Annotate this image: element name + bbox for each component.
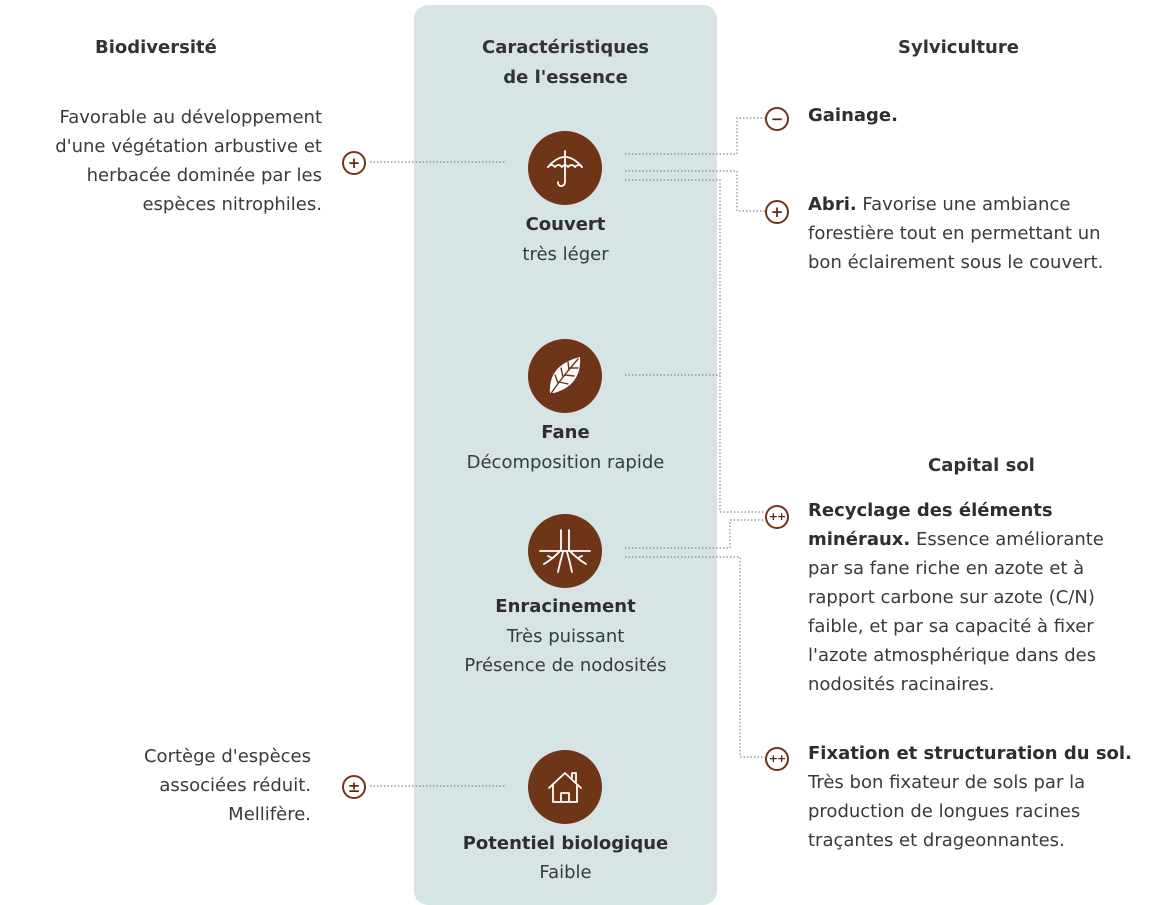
recyclage-line3: par sa fane riche en azote et à: [808, 558, 1085, 579]
enracinement-subtitle-line2: Présence de nodosités: [464, 655, 667, 676]
recyclage-line6: l'azote atmosphérique dans des: [808, 645, 1097, 666]
recyclage-line4: rapport carbone sur azote (C/N): [808, 587, 1095, 608]
biodiversity-title: Biodiversité: [95, 37, 217, 58]
biodiversity-2-line3: Mellifère.: [228, 804, 311, 825]
recyclage-line7: nodosités racinaires.: [808, 674, 995, 695]
couvert-icon-circle: [528, 131, 602, 205]
recyclage-double-plus-badge: ++: [765, 505, 789, 529]
biodiversity-1-line2: d'une végétation arbustive et: [55, 136, 322, 157]
house-icon: [548, 772, 582, 803]
potentiel-icon-circle: [528, 750, 602, 824]
biodiversity-2-plusminus-badge: ±: [342, 775, 366, 799]
enracinement-title: Enracinement: [495, 596, 636, 617]
biodiversity-1-line1: Favorable au développement: [59, 107, 322, 128]
enracinement-subtitle-line1: Très puissant: [506, 626, 625, 647]
enracinement-icon-circle: [528, 514, 602, 588]
biodiversity-1-line3: herbacée dominée par les: [86, 165, 322, 186]
characteristics-title-line2: de l'essence: [503, 67, 628, 88]
gainage-label: Gainage.: [808, 105, 898, 126]
roots-icon: [539, 529, 591, 573]
recyclage-line1: Recyclage des éléments: [808, 500, 1053, 521]
abri-label: Abri.: [808, 194, 857, 215]
fane-title: Fane: [541, 422, 590, 443]
potentiel-subtitle: Faible: [539, 862, 592, 883]
fixation-line2: Très bon fixateur de sols par la: [808, 772, 1086, 793]
biodiversity-1-plus-badge: +: [342, 151, 366, 175]
umbrella-icon: [547, 150, 583, 187]
recyclage-line2-bold: minéraux.: [808, 529, 911, 550]
fane-icon-circle: [528, 339, 602, 413]
potentiel-title: Potentiel biologique: [462, 833, 669, 854]
abri-line2: forestière tout en permettant un: [808, 223, 1101, 244]
fixation-double-plus-badge: ++: [765, 747, 789, 771]
fixation-line1: Fixation et structuration du sol.: [808, 743, 1132, 764]
fixation-line4: traçantes et drageonnantes.: [808, 830, 1065, 851]
fane-subtitle: Décomposition rapide: [466, 452, 665, 473]
capital-sol-title: Capital sol: [928, 455, 1035, 476]
recyclage-line2: minéraux. Essence améliorante: [808, 525, 1104, 554]
gainage-minus-badge: −: [765, 107, 789, 131]
sylviculture-title: Sylviculture: [898, 37, 1019, 58]
abri-plus-badge: +: [765, 200, 789, 224]
characteristics-title-line1: Caractéristiques: [481, 37, 650, 58]
recyclage-line2-text: Essence améliorante: [910, 529, 1104, 550]
couvert-subtitle: très léger: [522, 244, 609, 265]
fixation-line3: production de longues racines: [808, 801, 1081, 822]
abri-line3: bon éclairement sous le couvert.: [808, 252, 1104, 273]
leaf-icon: [549, 357, 581, 396]
abri-line1: Abri. Favorise une ambiance: [808, 190, 1070, 219]
biodiversity-2-line2: associées réduit.: [159, 775, 311, 796]
couvert-title: Couvert: [525, 214, 606, 235]
biodiversity-2-line1: Cortège d'espèces: [143, 746, 311, 767]
abri-line1-text: Favorise une ambiance: [856, 194, 1071, 215]
biodiversity-1-line4: espèces nitrophiles.: [142, 194, 322, 215]
recyclage-line5: faible, et par sa capacité à fixer: [808, 616, 1094, 637]
